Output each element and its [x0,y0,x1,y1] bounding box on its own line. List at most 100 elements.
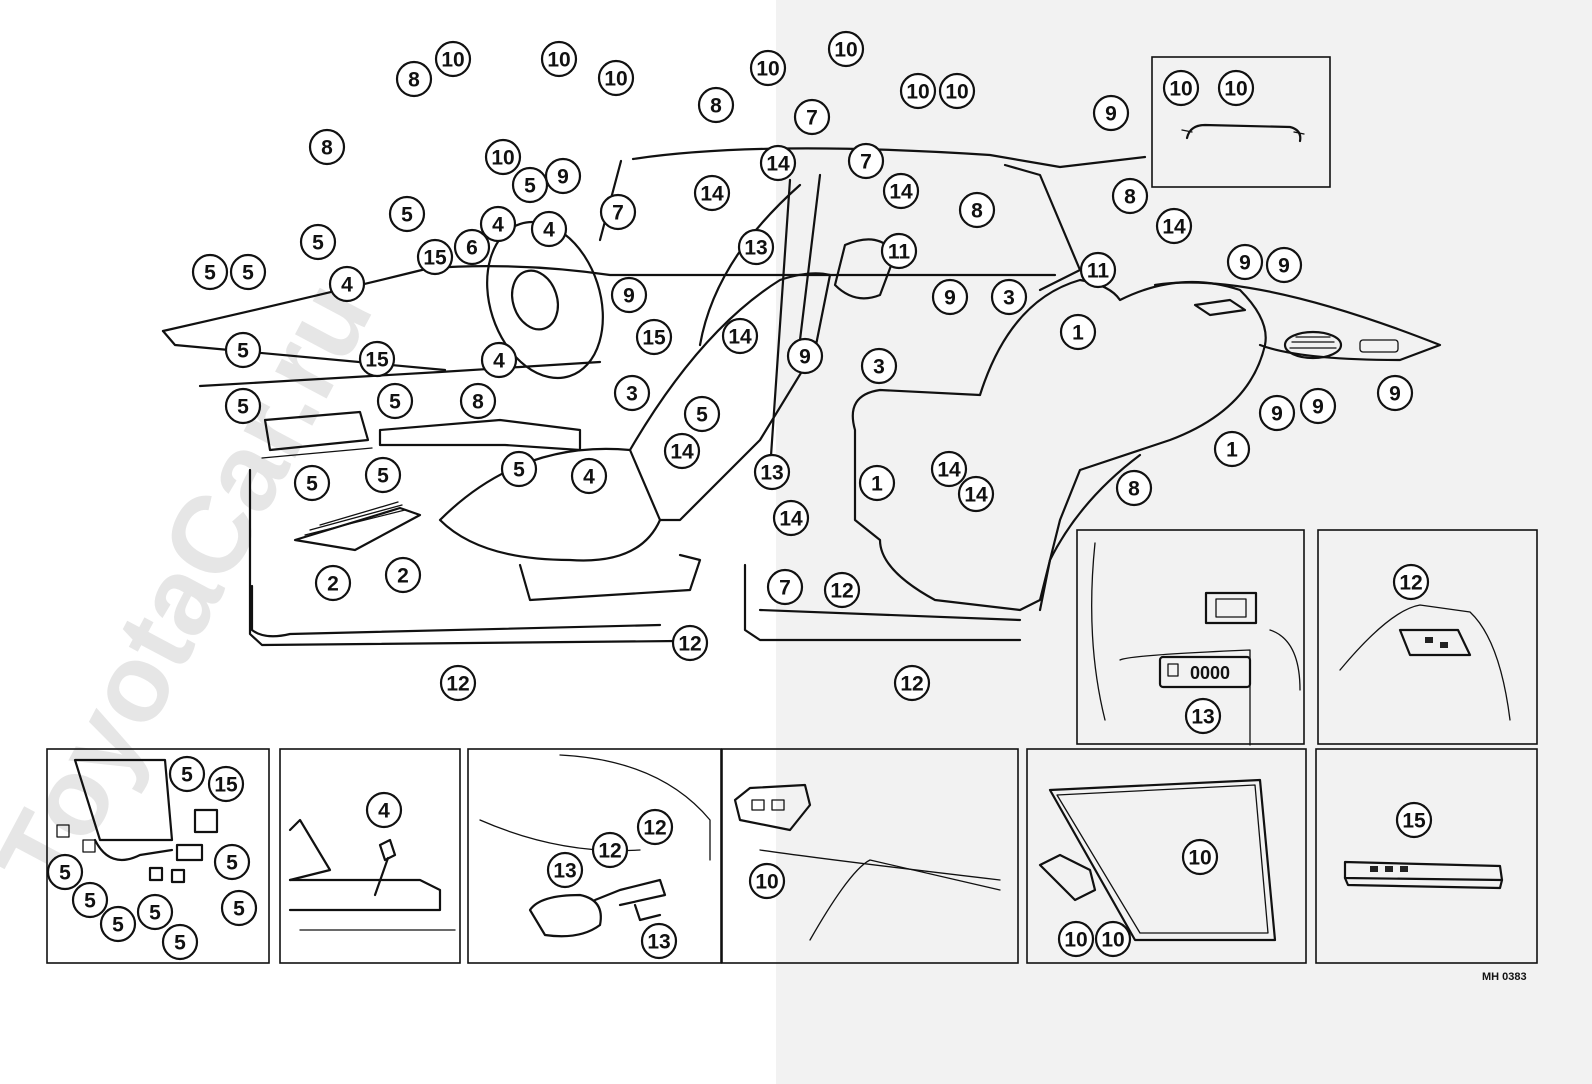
callout-5: 5 [299,223,337,261]
callout-15: 15 [207,765,245,803]
callout-number: 13 [553,860,576,883]
callout-number: 5 [237,340,249,363]
callout-number: 12 [446,673,469,696]
callout-14: 14 [1155,207,1193,245]
callout-circle [1162,69,1200,107]
callout-circle [1392,563,1430,601]
callout-circle [882,172,920,210]
callout-circle [1299,387,1337,425]
callout-5: 5 [224,331,262,369]
callout-circle [847,142,885,180]
callout-circle [737,228,775,266]
callout-10: 10 [748,862,786,900]
callout-circle [99,905,137,943]
callout-number: 5 [401,204,413,227]
callout-circle [136,893,174,931]
callout-10: 10 [1057,920,1095,958]
callout-circle [786,337,824,375]
inset-seat-belt-buckle [467,748,722,964]
callout-5: 5 [511,166,549,204]
callout-circle [46,853,84,891]
callout-4: 4 [530,210,568,248]
callout-12: 12 [591,831,629,869]
callout-circle [365,791,403,829]
callout-number: 5 [312,232,324,255]
callout-9: 9 [1092,94,1130,132]
callout-number: 14 [779,508,803,531]
callout-7: 7 [766,568,804,606]
callout-number: 10 [756,58,779,81]
callout-circle [1265,246,1303,284]
callout-5: 5 [229,253,267,291]
callout-9: 9 [931,278,969,316]
callout-number: 13 [1191,706,1214,729]
callout-10: 10 [1217,69,1255,107]
callout-number: 14 [964,484,988,507]
callout-number: 10 [547,49,570,72]
callout-number: 5 [84,890,96,913]
callout-circle [749,49,787,87]
callout-number: 11 [1087,260,1110,283]
callout-number: 5 [59,862,71,885]
callout-10: 10 [1094,920,1132,958]
callout-circle [484,138,522,176]
callout-number: 7 [806,107,818,130]
callout-4: 4 [365,791,403,829]
inset-power-window-switch [1315,748,1538,964]
callout-10: 10 [899,72,937,110]
callout-circle [1376,374,1414,412]
callout-3: 3 [990,278,1028,316]
callout-circle [1094,920,1132,958]
callout-10: 10 [434,40,472,78]
paper-left-half [0,0,776,1084]
callout-circle [384,556,422,594]
callout-circle [540,40,578,78]
callout-number: 4 [583,466,595,489]
callout-9: 9 [1226,243,1264,281]
callout-10: 10 [938,72,976,110]
callout-circle [358,340,396,378]
callout-circle [1213,430,1251,468]
callout-number: 5 [513,459,525,482]
callout-circle [958,191,996,229]
callout-circle [893,664,931,702]
inset-rear-belt-anchor [1317,529,1538,745]
callout-number: 5 [174,932,186,955]
callout-5: 5 [71,881,109,919]
callout-12: 12 [636,808,674,846]
callout-circle [191,253,229,291]
callout-number: 15 [214,774,238,797]
callout-9: 9 [1376,374,1414,412]
callout-circle [823,571,861,609]
callout-number: 11 [888,241,911,264]
callout-number: 9 [557,166,569,189]
callout-circle [388,195,426,233]
callout-number: 7 [779,577,791,600]
callout-8: 8 [395,60,433,98]
callout-number: 10 [945,81,968,104]
callout-circle [636,808,674,846]
callout-circle [1395,801,1433,839]
callout-circle [544,157,582,195]
callout-5: 5 [213,843,251,881]
callout-number: 8 [472,391,484,414]
callout-circle [721,317,759,355]
callout-circle [1181,838,1219,876]
callout-12: 12 [823,571,861,609]
callout-number: 12 [1399,572,1422,595]
callout-4: 4 [570,457,608,495]
callout-number: 5 [226,852,238,875]
callout-number: 10 [1101,929,1124,952]
callout-15: 15 [1395,801,1433,839]
callout-circle [207,765,245,803]
callout-circle [697,86,735,124]
callout-circle [161,923,199,961]
callout-number: 5 [696,404,708,427]
callout-14: 14 [721,317,759,355]
callout-number: 10 [755,871,778,894]
callout-number: 15 [642,327,666,350]
callout-number: 5 [389,391,401,414]
callout-circle [671,624,709,662]
callout-circle [766,568,804,606]
